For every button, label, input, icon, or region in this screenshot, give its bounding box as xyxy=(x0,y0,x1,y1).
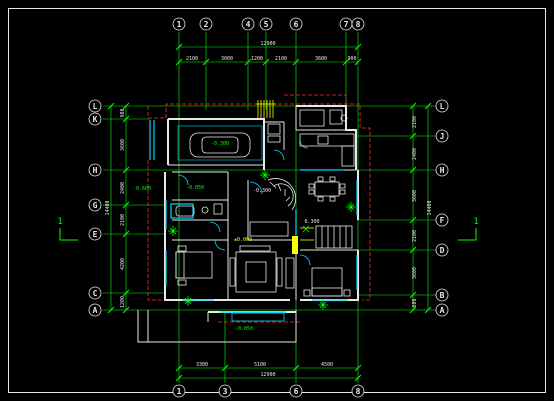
bedroom-left xyxy=(175,245,213,286)
bottom-terrace xyxy=(137,310,297,343)
right-stair xyxy=(315,225,353,249)
dimension-ticks xyxy=(107,43,432,382)
entry-step xyxy=(292,236,298,254)
dining-table xyxy=(308,176,346,202)
drawing-border xyxy=(8,8,546,393)
entry-step-outline xyxy=(231,312,285,322)
living-furniture xyxy=(229,221,295,293)
section-markers xyxy=(59,228,477,241)
bathroom xyxy=(175,123,281,217)
grid-lines xyxy=(103,32,436,383)
garage-door xyxy=(177,125,263,161)
garage-car xyxy=(189,132,251,158)
roof-outline xyxy=(147,94,371,323)
axis-bubbles xyxy=(88,17,449,398)
curved-stair xyxy=(267,178,297,211)
kitchen xyxy=(299,109,355,167)
stairs-top xyxy=(256,100,276,118)
plants xyxy=(168,170,356,310)
windows xyxy=(149,120,358,313)
bedroom-right xyxy=(303,267,351,297)
